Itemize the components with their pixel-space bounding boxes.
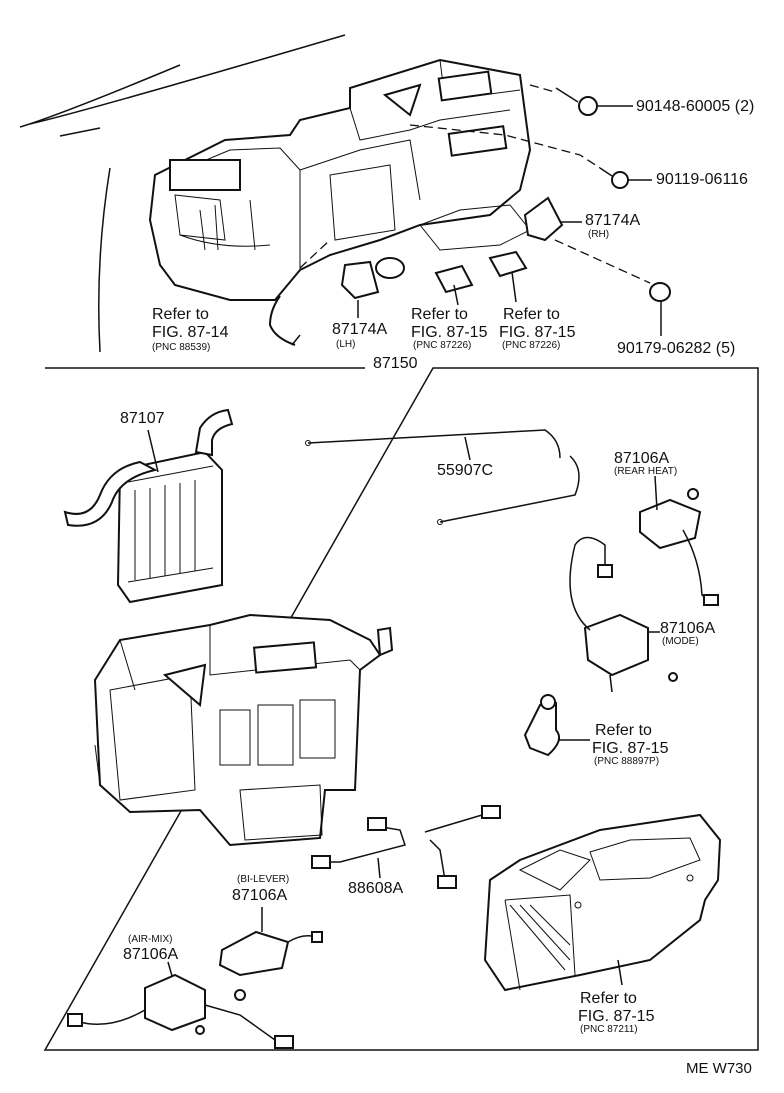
label-assembly: 87150 xyxy=(373,355,418,372)
servo-air-mix xyxy=(67,973,294,1049)
air-duct xyxy=(483,813,722,992)
label-servo-bi-lever: 87106A xyxy=(232,887,288,904)
assembly-box xyxy=(43,367,759,1051)
dash-outline xyxy=(59,127,101,137)
bolt-a xyxy=(555,87,598,116)
footer-code: ME W730 xyxy=(686,1060,752,1077)
dash-outline xyxy=(98,167,111,353)
dash-outline xyxy=(29,34,346,125)
ref-fig-87-15-b-line2: FIG. 87-15 xyxy=(499,324,576,341)
label-servo-air-mix: 87106A xyxy=(123,946,179,963)
ref-valve-line2: FIG. 87-15 xyxy=(592,740,669,757)
ref-fig-87-14-pnc: (PNC 88539) xyxy=(152,342,211,353)
bolt-b xyxy=(599,167,629,189)
servo-mode xyxy=(569,536,678,693)
ref-fig-87-15-b-line1: Refer to xyxy=(503,306,560,323)
servo-rear-heat xyxy=(639,488,719,606)
grommet-center xyxy=(375,257,405,279)
label-servo-rear-heat-note: (REAR HEAT) xyxy=(614,466,678,477)
ref-duct-line1: Refer to xyxy=(580,990,637,1007)
heater-core xyxy=(63,408,234,604)
label-nut: 90179-06282 (5) xyxy=(617,340,736,357)
ref-fig-87-15-a-line2: FIG. 87-15 xyxy=(411,324,488,341)
ref-valve-pnc: (PNC 88897P) xyxy=(594,756,660,767)
leader xyxy=(453,284,459,306)
leader xyxy=(464,436,471,461)
ref-fig-87-15-b-pnc: (PNC 87226) xyxy=(502,340,561,351)
leader xyxy=(167,961,173,977)
label-servo-air-mix-note: (AIR-MIX) xyxy=(128,934,173,945)
grommet-rh xyxy=(523,196,564,242)
hose xyxy=(268,295,296,346)
cable xyxy=(307,429,580,523)
leader xyxy=(511,271,517,303)
ref-valve-line1: Refer to xyxy=(595,722,652,739)
clip-a xyxy=(434,264,474,294)
label-grommet-rh: 87174A xyxy=(585,212,641,229)
leader xyxy=(617,959,623,986)
ref-fig-87-14-line1: Refer to xyxy=(152,306,209,323)
label-bolt-a: 90148-60005 (2) xyxy=(636,98,755,115)
label-grommet-rh-side: (RH) xyxy=(588,229,610,240)
label-servo-mode-note: (MODE) xyxy=(662,636,699,647)
leader xyxy=(147,429,159,473)
ref-fig-87-15-a-line1: Refer to xyxy=(411,306,468,323)
leader-dashed xyxy=(409,124,601,169)
ref-duct-pnc: (PNC 87211) xyxy=(580,1024,638,1035)
label-cable: 55907C xyxy=(437,462,494,479)
leader xyxy=(377,857,381,879)
dash-outline xyxy=(19,64,181,128)
heater-case xyxy=(93,613,394,847)
leader xyxy=(291,334,301,346)
water-valve xyxy=(523,694,561,757)
servo-bi-lever xyxy=(218,930,323,1001)
label-grommet-lh-side: (LH) xyxy=(336,339,356,350)
label-heater-core: 87107 xyxy=(120,410,165,427)
label-servo-bi-lever-note: (BI-LEVER) xyxy=(237,874,290,885)
leader-dashed xyxy=(529,84,556,93)
wire-harness xyxy=(311,805,501,889)
ref-fig-87-14-line2: FIG. 87-14 xyxy=(152,324,229,341)
label-wire-harness: 88608A xyxy=(348,880,404,897)
leader-dashed xyxy=(299,239,331,269)
clip-b xyxy=(488,250,528,278)
ref-duct-line2: FIG. 87-15 xyxy=(578,1008,655,1025)
grommet-lh xyxy=(340,260,380,300)
heater-unit-assembly xyxy=(148,58,532,301)
leader-dashed xyxy=(554,239,651,284)
ref-fig-87-15-a-pnc: (PNC 87226) xyxy=(413,340,472,351)
nut xyxy=(649,282,671,302)
label-servo-mode: 87106A xyxy=(660,620,716,637)
label-servo-rear-heat: 87106A xyxy=(614,450,670,467)
leader xyxy=(654,475,658,511)
label-bolt-b: 90119-06116 xyxy=(656,171,748,188)
label-grommet-lh: 87174A xyxy=(332,321,388,338)
